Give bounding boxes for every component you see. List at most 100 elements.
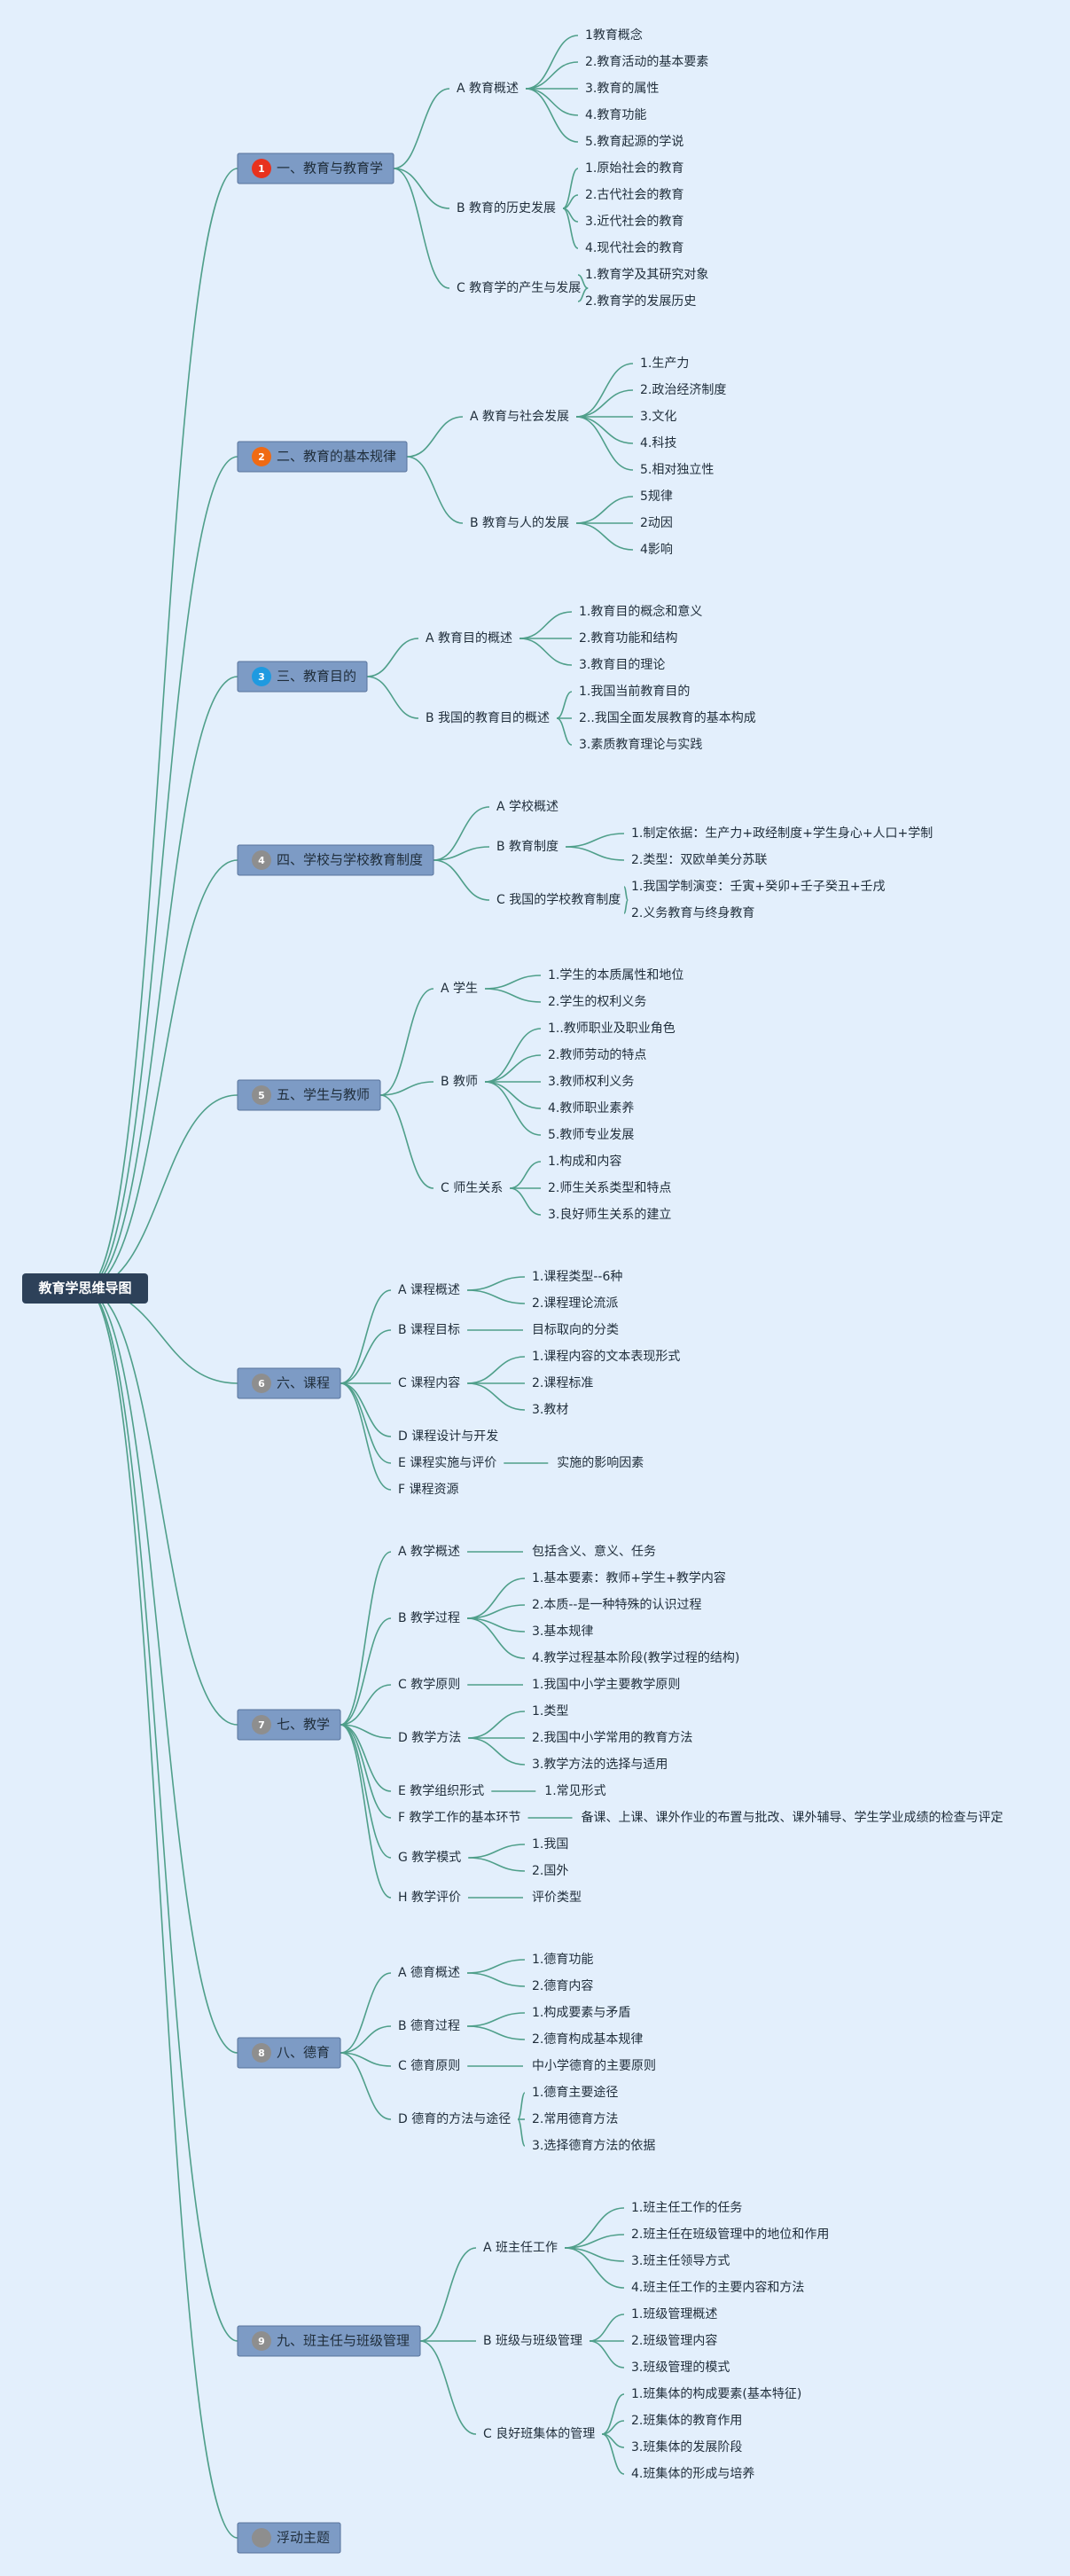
leaf-topic-label[interactable]: 4.现代社会的教育 (585, 241, 683, 255)
leaf-topic-label[interactable]: 目标取向的分类 (532, 1323, 619, 1337)
sub-topic-label[interactable]: C 教学原则 (398, 1678, 460, 1692)
branch-node-label[interactable]: 三、教育目的 (277, 669, 356, 685)
branch-node-label[interactable]: 五、学生与教师 (277, 1087, 370, 1103)
sub-topic-label[interactable]: E 教学组织形式 (398, 1784, 484, 1798)
sub-topic-label[interactable]: A 德育概述 (398, 1966, 460, 1980)
leaf-topic-label[interactable]: 1.基本要素：教师+学生+教学内容 (532, 1570, 726, 1586)
leaf-topic-label[interactable]: 4.班主任工作的主要内容和方法 (631, 2280, 804, 2295)
leaf-topic-label[interactable]: 2.古代社会的教育 (585, 188, 683, 202)
leaf-topic-label[interactable]: 3.良好师生关系的建立 (548, 1208, 671, 1222)
leaf-topic-label[interactable]: 5.教育起源的学说 (585, 135, 683, 149)
leaf-topic-label[interactable]: 1.学生的本质属性和地位 (548, 968, 683, 983)
sub-topic-label[interactable]: A 学生 (441, 982, 478, 996)
branch-node[interactable] (237, 441, 408, 473)
leaf-topic-label[interactable]: 1.教育学及其研究对象 (585, 268, 708, 282)
leaf-topic-label[interactable]: 1.班级管理概述 (631, 2307, 717, 2322)
sub-topic-label[interactable]: B 教育与人的发展 (470, 516, 569, 530)
sub-topic-label[interactable]: C 我国的学校教育制度 (496, 892, 621, 907)
leaf-topic-label[interactable]: 3.选择德育方法的依据 (532, 2139, 655, 2153)
leaf-topic-label[interactable]: 4影响 (640, 543, 673, 557)
leaf-topic-label[interactable]: 1.我国 (532, 1837, 568, 1852)
leaf-topic-label[interactable]: 2.班集体的教育作用 (631, 2413, 742, 2428)
leaf-topic-label[interactable]: 2.本质--是一种特殊的认识过程 (532, 1598, 701, 1612)
leaf-topic-label[interactable]: 1.课程内容的文本表现形式 (532, 1349, 680, 1364)
sub-topic-label[interactable]: B 教育的历史发展 (457, 201, 556, 215)
sub-topic-label[interactable]: F 课程资源 (398, 1483, 459, 1497)
leaf-topic-label[interactable]: 3.素质教育理论与实践 (579, 738, 702, 752)
leaf-topic-label[interactable]: 5.相对独立性 (640, 463, 714, 477)
leaf-topic-label[interactable]: 1.班集体的构成要素(基本特征) (631, 2386, 801, 2401)
leaf-topic-label[interactable]: 2.教育活动的基本要素 (585, 54, 708, 69)
leaf-topic-label[interactable]: 1.类型 (532, 1704, 568, 1719)
leaf-topic-label[interactable]: 1.我国当前教育目的 (579, 684, 690, 699)
leaf-topic-label[interactable]: 评价类型 (532, 1891, 582, 1905)
leaf-topic-label[interactable]: 2.师生关系类型和特点 (548, 1181, 671, 1195)
sub-topic-label[interactable]: B 课程目标 (398, 1323, 460, 1337)
root-node-label[interactable]: 教育学思维导图 (37, 1280, 131, 1296)
leaf-topic-label[interactable]: 5.教师专业发展 (548, 1128, 634, 1142)
leaf-topic-label[interactable]: 1..教师职业及职业角色 (548, 1021, 676, 1036)
leaf-topic-label[interactable]: 1.原始社会的教育 (585, 161, 683, 176)
sub-topic-label[interactable]: B 教育制度 (496, 840, 558, 854)
leaf-topic-label[interactable]: 3.教师权利义务 (548, 1075, 634, 1089)
leaf-topic-label[interactable]: 2.教师劳动的特点 (548, 1048, 646, 1062)
leaf-topic-label[interactable]: 4.教学过程基本阶段(教学过程的结构) (532, 1650, 739, 1665)
sub-topic-label[interactable]: B 教师 (441, 1075, 478, 1089)
leaf-topic-label[interactable]: 4.班集体的形成与培养 (631, 2466, 754, 2481)
leaf-topic-label[interactable]: 2.学生的权利义务 (548, 995, 646, 1009)
leaf-topic-label[interactable]: 2.课程标准 (532, 1376, 593, 1390)
leaf-topic-label[interactable]: 2.类型：双欧单美分苏联 (631, 853, 767, 867)
leaf-topic-label[interactable]: 1.制定依据：生产力+政经制度+学生身心+人口+学制 (631, 826, 933, 841)
branch-node[interactable] (237, 661, 368, 693)
sub-topic-label[interactable]: C 教育学的产生与发展 (457, 281, 581, 295)
leaf-topic-label[interactable]: 2.我国中小学常用的教育方法 (532, 1731, 692, 1745)
leaf-topic-label[interactable]: 1.德育主要途径 (532, 2085, 618, 2100)
leaf-topic-label[interactable]: 2.常用德育方法 (532, 2112, 618, 2126)
branch-node-label[interactable]: 二、教育的基本规律 (277, 449, 396, 465)
leaf-topic-label[interactable]: 中小学德育的主要原则 (532, 2059, 656, 2073)
branch-node[interactable] (237, 844, 434, 876)
leaf-topic-label[interactable]: 5规律 (640, 489, 673, 504)
leaf-topic-label[interactable]: 3.班级管理的模式 (631, 2361, 730, 2375)
root-node[interactable] (22, 1273, 148, 1304)
branch-node-label[interactable]: 四、学校与学校教育制度 (277, 852, 423, 868)
branch-node-label[interactable]: 六、课程 (277, 1375, 330, 1391)
leaf-topic-label[interactable]: 4.教师职业素养 (548, 1101, 634, 1116)
leaf-topic-label[interactable]: 2..我国全面发展教育的基本构成 (579, 710, 756, 725)
leaf-topic-label[interactable]: 1.常见形式 (544, 1784, 605, 1798)
sub-topic-label[interactable]: B 教学过程 (398, 1611, 460, 1625)
leaf-topic-label[interactable]: 1.教育目的概念和意义 (579, 604, 702, 619)
leaf-topic-label[interactable]: 1.我国中小学主要教学原则 (532, 1678, 680, 1692)
leaf-topic-label[interactable]: 备课、上课、课外作业的布置与批改、课外辅导、学生学业成绩的检查与评定 (582, 1810, 1004, 1825)
leaf-topic-label[interactable]: 2.德育内容 (532, 1978, 593, 1993)
branch-node-label[interactable]: 八、德育 (277, 2045, 330, 2061)
branch-node-label[interactable]: 浮动主题 (277, 2530, 330, 2546)
leaf-topic-label[interactable]: 2.政治经济制度 (640, 383, 726, 397)
leaf-topic-label[interactable]: 4.教育功能 (585, 108, 646, 122)
sub-topic-label[interactable]: D 德育的方法与途径 (398, 2111, 511, 2126)
leaf-topic-label[interactable]: 3.教材 (532, 1403, 568, 1417)
leaf-topic-label[interactable]: 3.班集体的发展阶段 (631, 2439, 742, 2455)
branch-node-label[interactable]: 一、教育与教育学 (277, 161, 383, 176)
sub-topic-label[interactable]: A 教育概述 (457, 82, 519, 96)
sub-topic-label[interactable]: C 课程内容 (398, 1375, 460, 1390)
leaf-topic-label[interactable]: 1.构成和内容 (548, 1154, 621, 1169)
leaf-topic-label[interactable]: 3.文化 (640, 410, 676, 424)
leaf-topic-label[interactable]: 3.基本规律 (532, 1624, 593, 1639)
sub-topic-label[interactable]: G 教学模式 (398, 1851, 461, 1865)
sub-topic-label[interactable]: B 班级与班级管理 (483, 2334, 582, 2348)
leaf-topic-label[interactable]: 3.教育目的理论 (579, 658, 665, 672)
sub-topic-label[interactable]: B 我国的教育目的概述 (426, 711, 550, 725)
branch-node-label[interactable]: 九、班主任与班级管理 (277, 2333, 410, 2349)
leaf-topic-label[interactable]: 2.德育构成基本规律 (532, 2032, 643, 2047)
branch-node[interactable] (237, 153, 394, 184)
sub-topic-label[interactable]: A 教育目的概述 (426, 631, 512, 646)
sub-topic-label[interactable]: A 教学概述 (398, 1545, 460, 1559)
leaf-topic-label[interactable]: 2.班级管理内容 (631, 2333, 717, 2348)
leaf-topic-label[interactable]: 1.我国学制演变：壬寅+癸卯+壬子癸丑+壬戌 (631, 879, 886, 894)
sub-topic-label[interactable]: A 班主任工作 (483, 2241, 558, 2255)
sub-topic-label[interactable]: B 德育过程 (398, 2019, 460, 2033)
leaf-topic-label[interactable]: 3.近代社会的教育 (585, 215, 683, 229)
sub-topic-label[interactable]: C 德育原则 (398, 2059, 460, 2073)
leaf-topic-label[interactable]: 2.班主任在班级管理中的地位和作用 (631, 2228, 829, 2242)
